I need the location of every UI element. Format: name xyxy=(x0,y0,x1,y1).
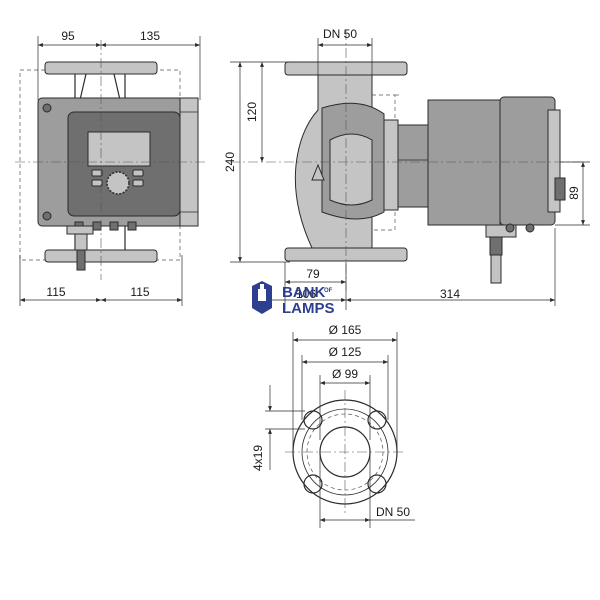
dim-dn50-bottom: DN 50 xyxy=(376,505,410,519)
front-dimensions xyxy=(19,36,201,306)
bank-of-lamps-logo: BANK OF LAMPS xyxy=(252,281,335,317)
dim-89: 89 xyxy=(567,186,581,200)
dim-95: 95 xyxy=(61,29,75,43)
dim-240: 240 xyxy=(223,152,237,172)
flange-view xyxy=(285,390,405,515)
dim-79: 79 xyxy=(306,267,320,281)
dim-4x19: 4x19 xyxy=(251,445,265,471)
dim-d165: Ø 165 xyxy=(329,323,362,337)
logo-lamps-text: LAMPS xyxy=(282,300,335,317)
logo-of-text: OF xyxy=(324,288,333,294)
dim-106: 106 xyxy=(296,287,316,301)
dim-d99: Ø 99 xyxy=(332,367,358,381)
dim-115-right: 115 xyxy=(130,285,149,299)
dim-120: 120 xyxy=(245,102,259,122)
dim-115-left: 115 xyxy=(46,285,65,299)
dim-135: 135 xyxy=(140,29,160,43)
logo-bank-text: BANK xyxy=(282,284,325,301)
side-dimensions xyxy=(230,38,590,310)
side-view xyxy=(230,30,585,290)
dim-d125: Ø 125 xyxy=(329,345,362,359)
dim-dn50-top: DN 50 xyxy=(323,27,357,41)
flange-dimensions xyxy=(265,332,415,528)
front-view xyxy=(15,40,205,280)
dim-314: 314 xyxy=(440,287,460,301)
